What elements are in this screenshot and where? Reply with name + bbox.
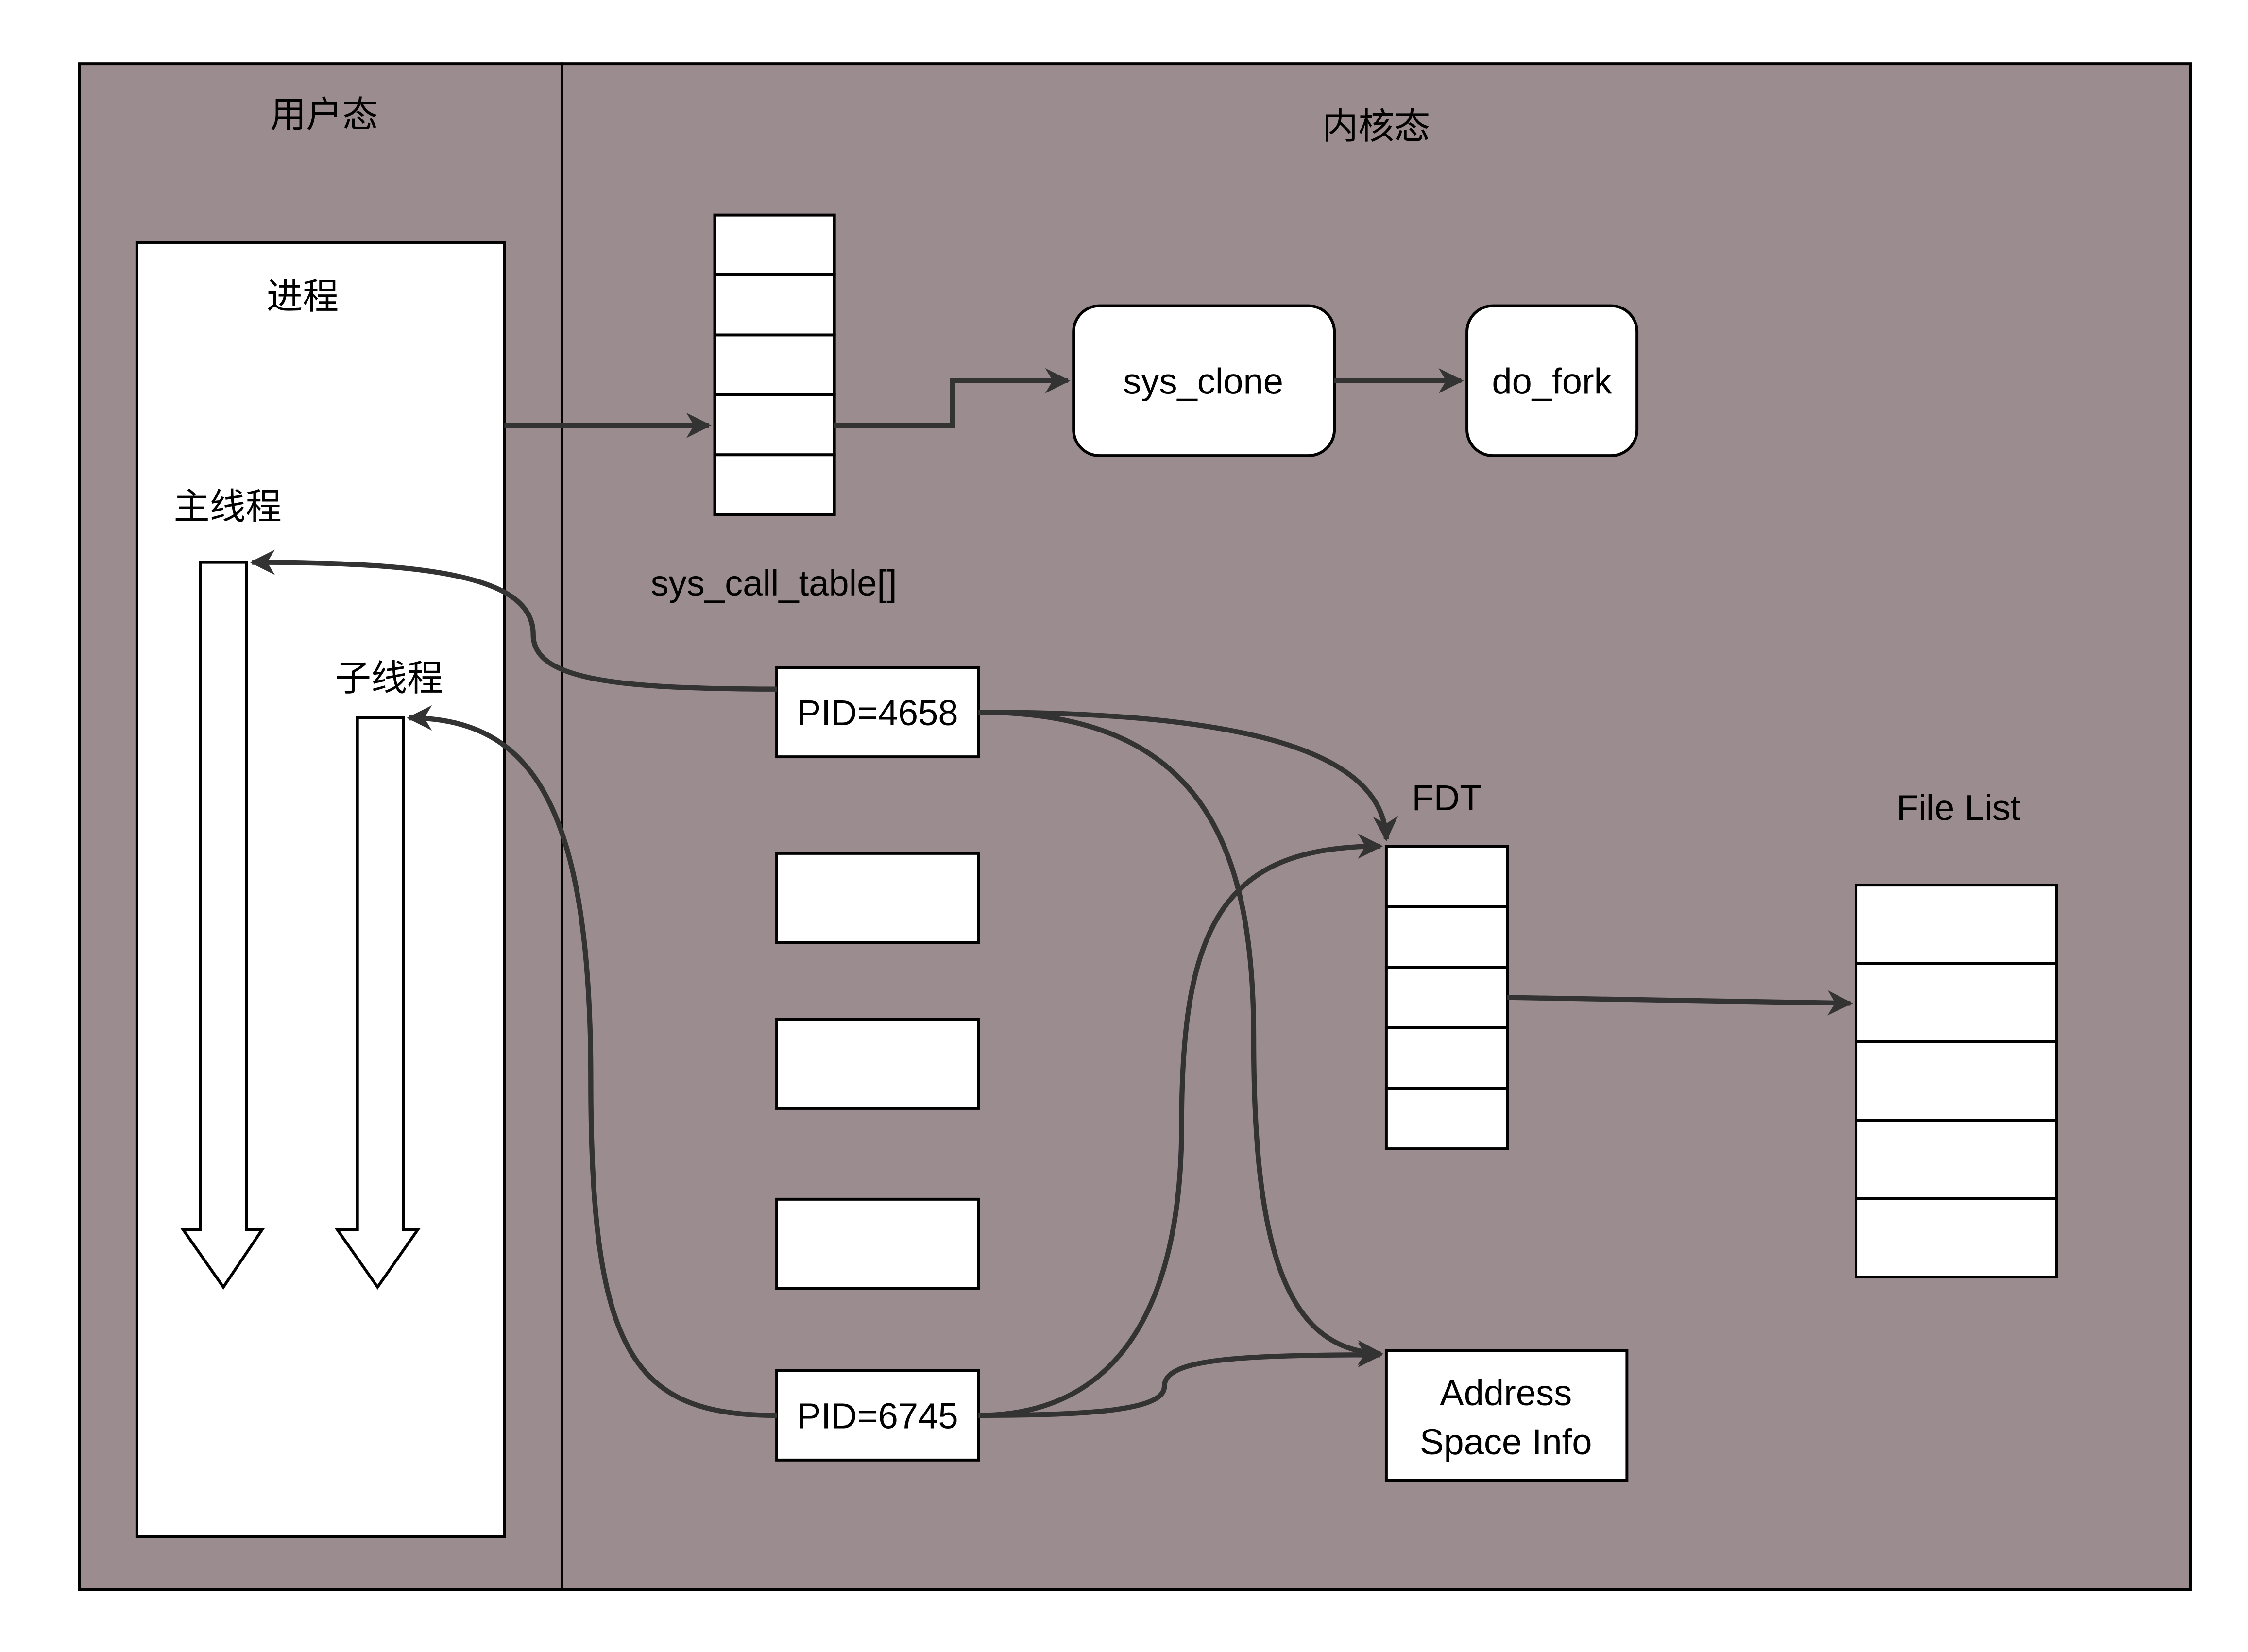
syscall-table-slot — [713, 453, 836, 516]
task-box-2 — [775, 852, 980, 944]
file-list-label: File List — [1896, 788, 2021, 828]
task-box-pid-6745 — [775, 1369, 980, 1462]
fdt-slot — [1384, 1026, 1509, 1090]
process-label: 进程 — [267, 275, 339, 317]
address-space-line2: Space Info — [1420, 1422, 1592, 1462]
syscall-table-slot — [713, 333, 836, 396]
pid-6745-label: PID=6745 — [797, 1396, 958, 1436]
file-list-table — [1855, 884, 2058, 1279]
child-thread-arrow — [334, 716, 421, 1290]
syscall-table — [713, 213, 836, 516]
task-box-pid-4658 — [775, 666, 980, 759]
main-thread-arrow — [180, 561, 265, 1290]
fdt-slot — [1384, 845, 1509, 908]
file-list-slot — [1855, 1040, 2058, 1122]
task-box-4 — [775, 1197, 980, 1290]
pid4658-to-fdt-arrow — [978, 709, 1398, 842]
user-mode-label: 用户态 — [270, 94, 378, 136]
syscall-table-slot — [713, 213, 836, 277]
file-list-slot — [1855, 1197, 2058, 1279]
main-thread-label: 主线程 — [173, 486, 281, 528]
address-space-box — [1384, 1349, 1629, 1482]
pid6745-to-fdt-arrow — [978, 834, 1383, 1418]
pid-4658-label: PID=4658 — [797, 693, 958, 733]
syscall-table-slot — [713, 273, 836, 337]
task-box-3 — [775, 1018, 980, 1110]
file-list-slot — [1855, 884, 2058, 965]
fdt-slot — [1384, 966, 1509, 1029]
kernel-mode-label: 内核态 — [1322, 105, 1430, 147]
fdt-to-file-list-arrow — [1507, 990, 1853, 1016]
fdt-slot — [1384, 905, 1509, 969]
syscall-table-label: sys_call_table[] — [651, 563, 897, 603]
file-list-slot — [1855, 1119, 2058, 1200]
pid4658-to-address-space-arrow — [978, 709, 1383, 1365]
do-fork-label: do_fork — [1492, 361, 1612, 402]
fdt-table — [1384, 845, 1509, 1150]
fdt-slot — [1384, 1087, 1509, 1150]
pid6745-to-address-space-arrow — [978, 1342, 1383, 1418]
pid4658-to-main-thread-arrow — [249, 549, 777, 692]
fdt-label: FDT — [1412, 778, 1482, 818]
process-box — [135, 241, 506, 1538]
sys-clone-label: sys_clone — [1123, 361, 1283, 402]
syscall-table-slot — [713, 393, 836, 457]
file-list-slot — [1855, 962, 2058, 1043]
do-fork-box — [1465, 304, 1639, 458]
address-space-line1: Address — [1440, 1373, 1572, 1413]
pid6745-to-child-thread-arrow — [407, 705, 777, 1418]
child-thread-label: 子线程 — [335, 658, 443, 699]
syscall-to-sys-clone-arrow — [834, 368, 1071, 428]
